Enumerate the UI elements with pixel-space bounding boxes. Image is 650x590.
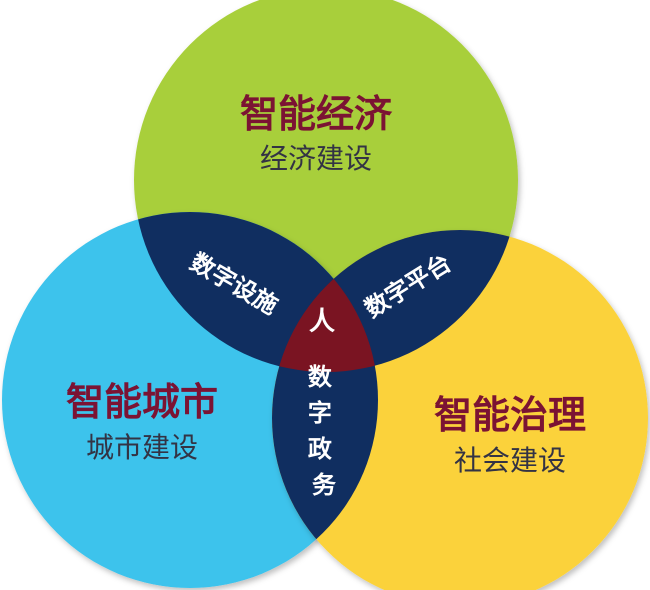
overlap-label-digital-government: 数 字 政 务 [308,363,340,499]
overlap-economy-city [134,212,378,372]
overlap-economy-governance [272,230,518,372]
gov-char: 字 [308,399,332,427]
economy-title: 智能经济 [240,92,393,136]
economy-subtitle: 经济建设 [260,142,372,175]
governance-title: 智能治理 [434,393,586,437]
gov-char: 数 [308,363,333,391]
city-subtitle: 城市建设 [86,431,198,464]
city-title: 智能城市 [66,380,218,424]
center-label-person: 人 [309,307,335,337]
governance-subtitle: 社会建设 [454,444,566,477]
gov-char: 政 [308,435,332,463]
gov-char: 务 [312,471,337,499]
